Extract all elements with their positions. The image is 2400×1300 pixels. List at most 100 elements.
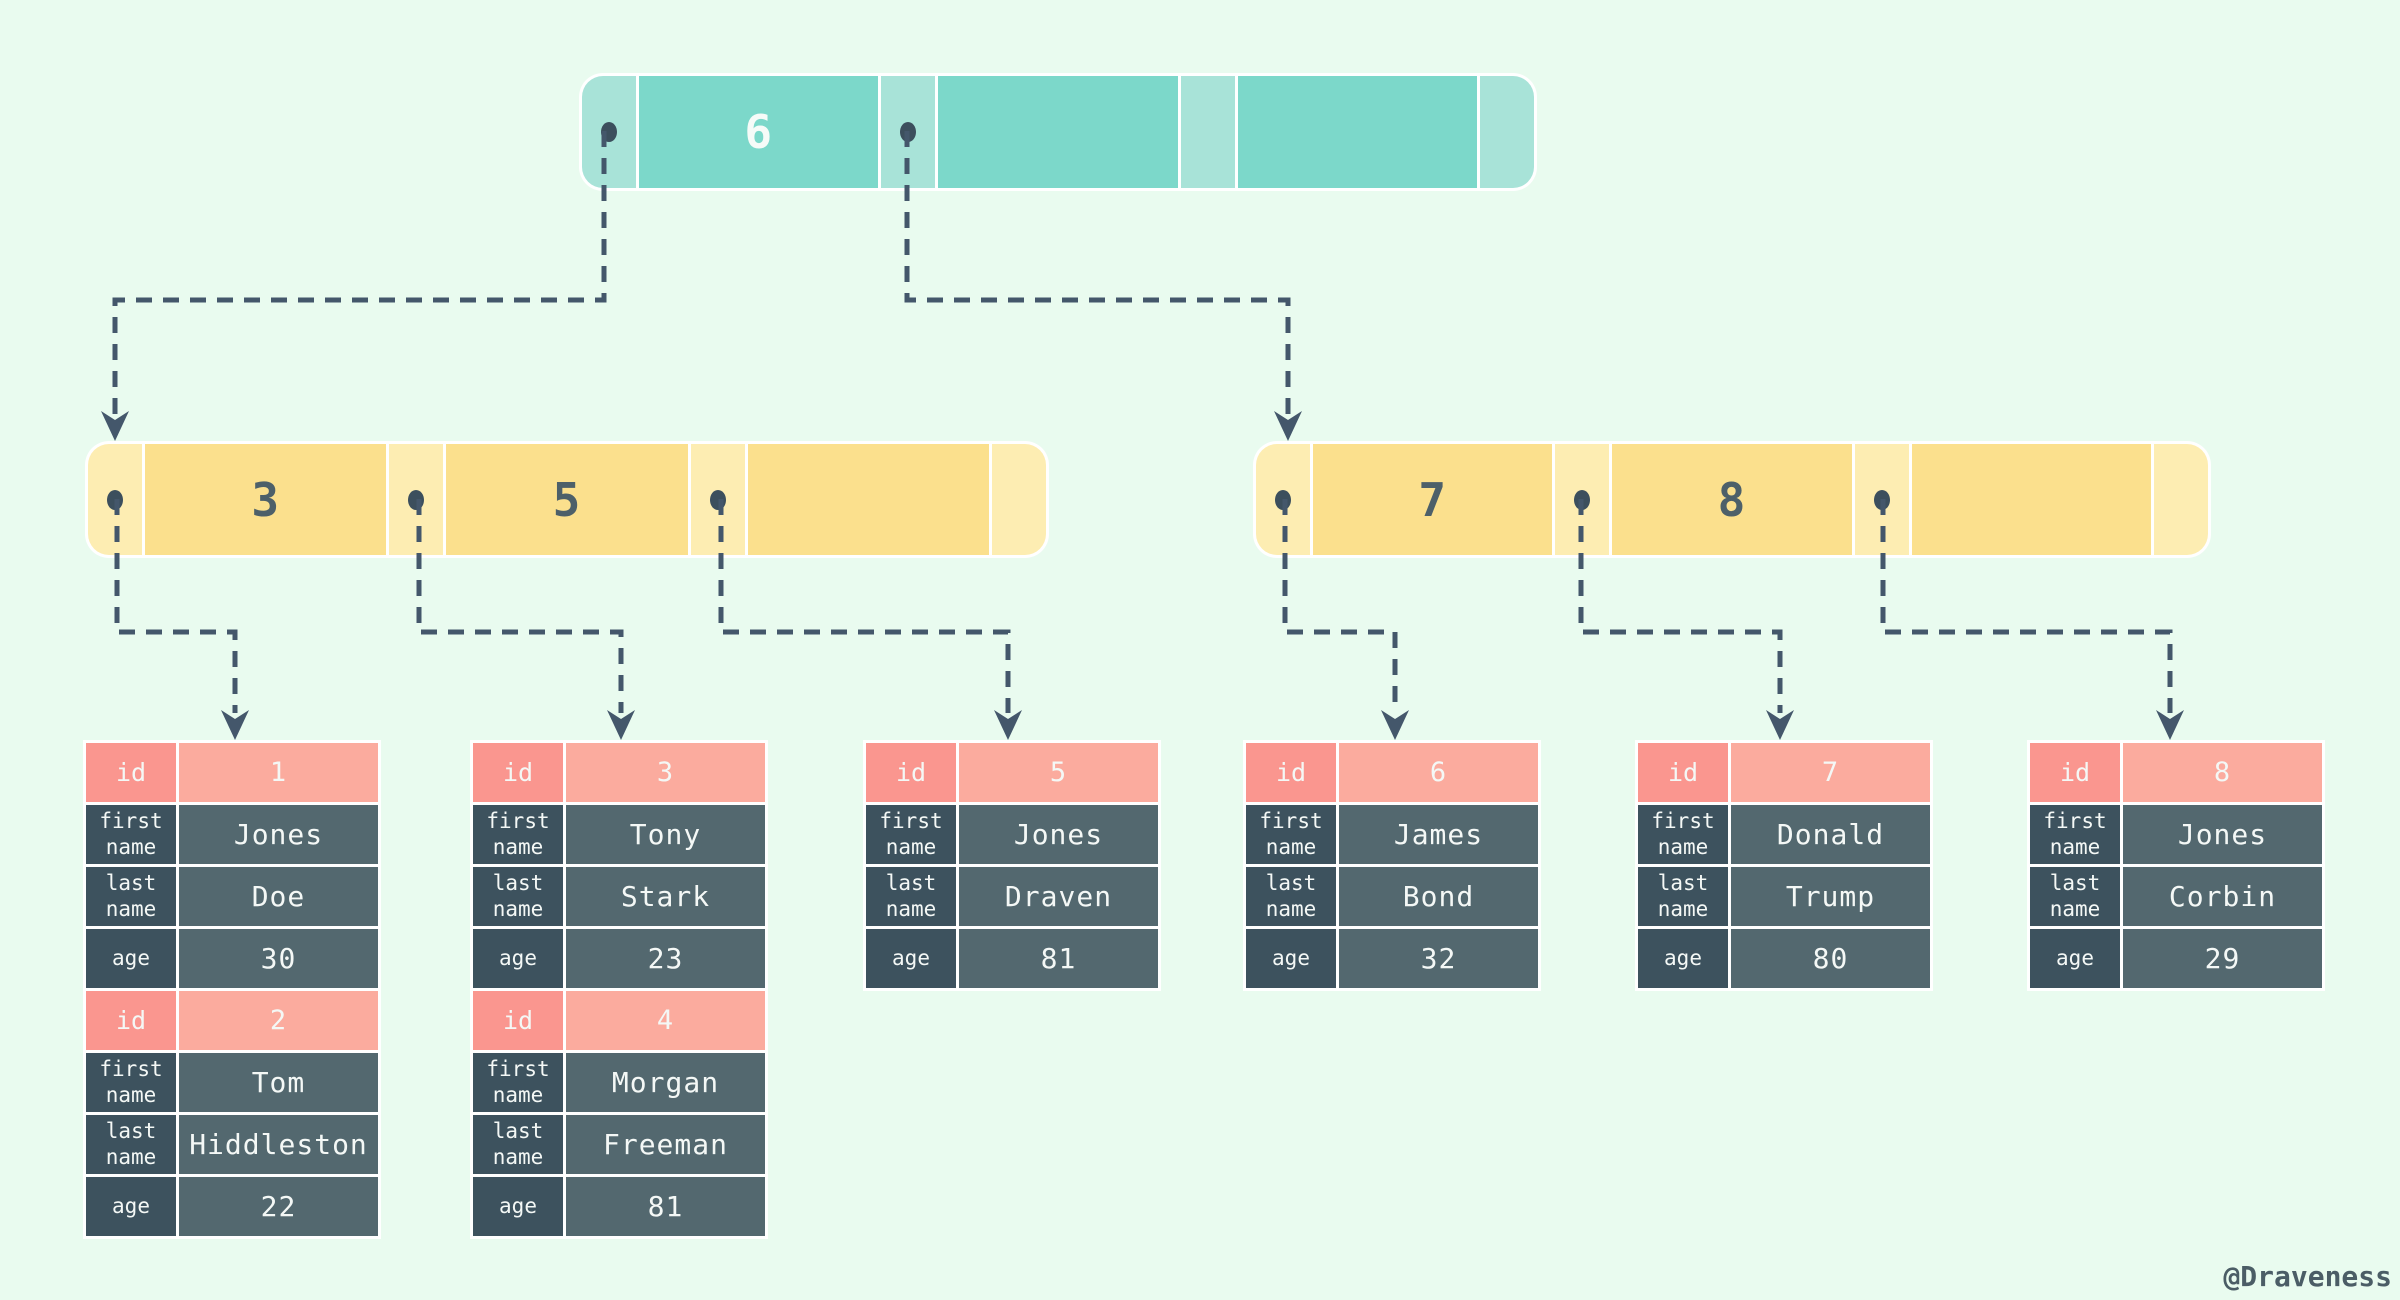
field-label-first-name: first name — [1638, 805, 1728, 864]
field-value-age: 80 — [1731, 929, 1930, 988]
field-value-age: 29 — [2123, 929, 2322, 988]
right-pointer-cell-3 — [1854, 444, 1909, 555]
root-key-cell-1: 6 — [639, 76, 879, 188]
arrowhead-icon — [101, 411, 129, 441]
field-value-id: 1 — [179, 743, 378, 802]
pointer-dot — [1574, 489, 1591, 510]
right-key-cell-3 — [1911, 444, 2151, 555]
field-value-id: 7 — [1731, 743, 1930, 802]
arrowhead-icon — [2156, 710, 2184, 740]
field-value-last-name: Doe — [179, 867, 378, 926]
root-key-cell-2 — [938, 76, 1178, 188]
field-label-last-name: last name — [473, 1115, 563, 1174]
field-label-first-name: first name — [473, 805, 563, 864]
field-value-last-name: Stark — [566, 867, 765, 926]
root-pointer-cell-2 — [881, 76, 936, 188]
field-value-age: 81 — [959, 929, 1158, 988]
field-label-id: id — [866, 743, 956, 802]
field-value-id: 8 — [2123, 743, 2322, 802]
left-pointer-cell-2 — [389, 444, 444, 555]
pointer-dot — [900, 122, 917, 142]
root-pointer-cell-4 — [1479, 76, 1534, 188]
field-label-age: age — [1246, 929, 1336, 988]
author-watermark: @Draveness — [2223, 1260, 2392, 1293]
pointer-dot — [1275, 489, 1291, 510]
field-label-id: id — [2030, 743, 2120, 802]
root-pointer-cell-1 — [582, 76, 636, 188]
field-label-last-name: last name — [1638, 867, 1728, 926]
pointer-dot — [709, 489, 726, 510]
field-value-age: 81 — [566, 1177, 765, 1236]
field-label-age: age — [86, 1177, 176, 1236]
field-value-last-name: Hiddleston — [179, 1115, 378, 1174]
arrowhead-icon — [221, 710, 249, 740]
field-label-last-name: last name — [86, 867, 176, 926]
root-key-cell-3 — [1237, 76, 1477, 188]
left-key-cell-2: 5 — [446, 444, 688, 555]
field-label-last-name: last name — [1246, 867, 1336, 926]
field-value-id: 2 — [179, 991, 378, 1050]
field-label-age: age — [866, 929, 956, 988]
field-value-last-name: Freeman — [566, 1115, 765, 1174]
left-pointer-cell-4 — [991, 444, 1046, 555]
field-label-id: id — [473, 991, 563, 1050]
field-label-age: age — [1638, 929, 1728, 988]
field-label-id: id — [1638, 743, 1728, 802]
record-table-1: id 1 first name Jones last name Doe age … — [83, 740, 381, 1239]
field-value-first-name: Tom — [179, 1053, 378, 1112]
field-label-last-name: last name — [866, 867, 956, 926]
record-table-5: id 7 first name Donald last name Trump a… — [1635, 740, 1933, 991]
record-table-2: id 3 first name Tony last name Stark age… — [470, 740, 768, 1239]
arrowhead-icon — [607, 710, 635, 740]
field-value-id: 3 — [566, 743, 765, 802]
field-value-age: 32 — [1339, 929, 1538, 988]
arrowhead-icon — [1274, 411, 1302, 441]
field-value-first-name: Tony — [566, 805, 765, 864]
left-key-cell-1: 3 — [145, 444, 387, 555]
field-label-first-name: first name — [86, 805, 176, 864]
field-label-age: age — [473, 929, 563, 988]
pointer-dot — [601, 122, 617, 142]
field-label-age: age — [473, 1177, 563, 1236]
field-value-last-name: Bond — [1339, 867, 1538, 926]
field-value-id: 5 — [959, 743, 1158, 802]
field-value-first-name: Jones — [2123, 805, 2322, 864]
field-label-first-name: first name — [866, 805, 956, 864]
left-key-cell-3 — [747, 444, 989, 555]
field-value-last-name: Draven — [959, 867, 1158, 926]
field-label-id: id — [1246, 743, 1336, 802]
record-table-6: id 8 first name Jones last name Corbin a… — [2027, 740, 2325, 991]
field-label-id: id — [86, 991, 176, 1050]
field-value-first-name: Jones — [179, 805, 378, 864]
btree-internal-node-right: 7 8 — [1253, 441, 2211, 558]
field-label-age: age — [86, 929, 176, 988]
record-table-3: id 5 first name Jones last name Draven a… — [863, 740, 1161, 991]
field-value-first-name: Morgan — [566, 1053, 765, 1112]
field-value-age: 30 — [179, 929, 378, 988]
left-pointer-cell-1 — [88, 444, 142, 555]
field-label-last-name: last name — [473, 867, 563, 926]
field-value-id: 4 — [566, 991, 765, 1050]
arrowhead-icon — [1766, 710, 1794, 740]
right-pointer-cell-4 — [2153, 444, 2208, 555]
field-value-age: 23 — [566, 929, 765, 988]
field-label-age: age — [2030, 929, 2120, 988]
field-value-first-name: Donald — [1731, 805, 1930, 864]
btree-internal-node-left: 3 5 — [85, 441, 1049, 558]
field-label-first-name: first name — [1246, 805, 1336, 864]
arrow-root-to-left-internal — [112, 131, 607, 414]
right-pointer-cell-1 — [1256, 444, 1310, 555]
field-label-first-name: first name — [2030, 805, 2120, 864]
root-pointer-cell-3 — [1180, 76, 1235, 188]
btree-root-node: 6 — [579, 73, 1537, 191]
field-value-last-name: Corbin — [2123, 867, 2322, 926]
field-label-id: id — [473, 743, 563, 802]
field-value-first-name: James — [1339, 805, 1538, 864]
field-label-last-name: last name — [86, 1115, 176, 1174]
arrowhead-icon — [1381, 710, 1409, 740]
pointer-dot — [107, 489, 123, 510]
arrowhead-icon — [994, 710, 1022, 740]
field-value-last-name: Trump — [1731, 867, 1930, 926]
field-label-last-name: last name — [2030, 867, 2120, 926]
record-table-4: id 6 first name James last name Bond age… — [1243, 740, 1541, 991]
